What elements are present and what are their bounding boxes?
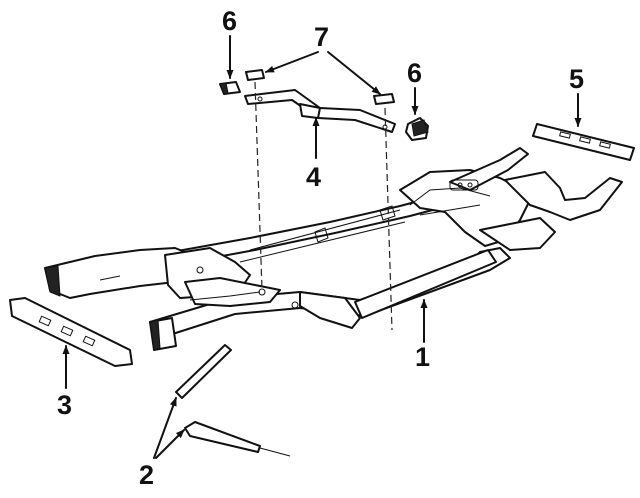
callout-6-left: 6 xyxy=(222,6,237,36)
struts xyxy=(175,344,291,457)
insulators xyxy=(245,69,395,105)
reinforcement-plate-right xyxy=(532,123,635,161)
callout-7: 7 xyxy=(314,22,329,52)
callout-5: 5 xyxy=(569,64,584,94)
callout-2: 2 xyxy=(139,460,154,490)
leader-arrows xyxy=(62,35,582,459)
callout-1: 1 xyxy=(415,342,430,372)
mount-pads xyxy=(219,81,429,141)
callout-4: 4 xyxy=(306,162,321,192)
callout-3: 3 xyxy=(57,390,72,420)
transmission-crossmember xyxy=(244,89,396,133)
callout-6-right: 6 xyxy=(407,58,422,88)
frame-assembly xyxy=(44,147,623,351)
reinforcement-plate-left xyxy=(9,297,133,367)
callout-labels: 6 7 6 5 4 3 1 2 xyxy=(57,6,584,490)
alignment-lines xyxy=(254,81,393,331)
